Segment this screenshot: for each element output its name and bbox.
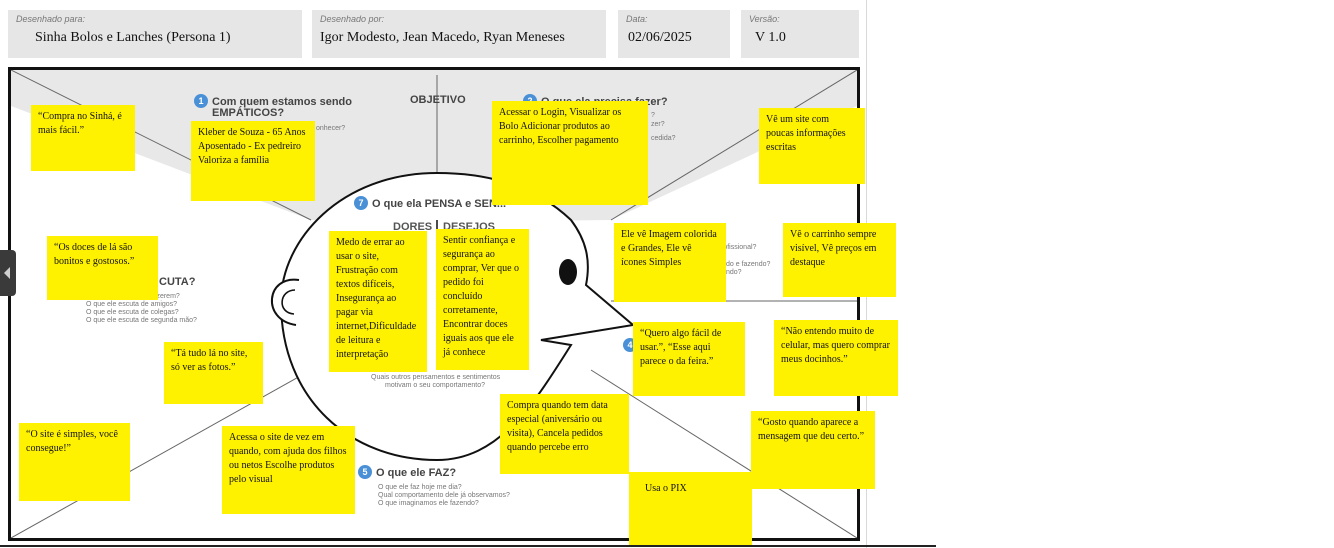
section-5-number: 5 bbox=[358, 465, 372, 479]
sticky-note-tasks[interactable]: Acessar o Login, Visualizar os Bolo Adic… bbox=[492, 101, 648, 205]
section-1-title: 1 Com quem estamos sendo bbox=[194, 94, 352, 108]
date-value: 02/06/2025 bbox=[628, 30, 692, 45]
pains-heading: DORES bbox=[393, 221, 433, 233]
sticky-note-persona[interactable]: Kleber de Souza - 65 Anos Aposentado - E… bbox=[191, 121, 315, 201]
section-7-number: 7 bbox=[354, 196, 368, 210]
listen-hint-2: O que ele escuta de amigos? bbox=[86, 301, 178, 308]
designed-for-caption: Desenhado para: bbox=[16, 14, 86, 24]
think-hint-2: motivam o seu comportamento? bbox=[385, 382, 485, 389]
sticky-note-quote-fotos[interactable]: “Tá tudo lá no site, só ver as fotos.” bbox=[164, 342, 263, 404]
side-panel-toggle[interactable] bbox=[0, 250, 16, 296]
section-3-title-fragment: CUTA? bbox=[159, 276, 196, 288]
section-1-line1: Com quem estamos sendo bbox=[212, 96, 352, 108]
section-3-hint-3: do e fazendo? bbox=[726, 261, 771, 268]
sticky-note-quote-doces[interactable]: “Os doces de lá são bonitos e gostosos.” bbox=[47, 236, 158, 300]
version-value: V 1.0 bbox=[755, 30, 786, 45]
designed-for-field[interactable]: Desenhado para: Sinha Bolos e Lanches (P… bbox=[8, 10, 302, 58]
version-caption: Versão: bbox=[749, 14, 780, 24]
do-hint-2: Qual comportamento dele já observamos? bbox=[378, 492, 510, 499]
date-field[interactable]: Data: 02/06/2025 bbox=[618, 10, 730, 58]
date-caption: Data: bbox=[626, 14, 648, 24]
sticky-note-quote-quero[interactable]: “Quero algo fácil de usar.”, “Esse aqui … bbox=[633, 322, 745, 396]
sticky-note-pains[interactable]: Medo de errar ao usar o site, Frustração… bbox=[329, 231, 427, 372]
sticky-note-does-special-date[interactable]: Compra quando tem data especial (anivers… bbox=[500, 394, 629, 474]
section-3-hint-4: ndo? bbox=[726, 269, 742, 276]
sticky-note-quote-mensagem[interactable]: “Gosto quando aparece a mensagem que deu… bbox=[751, 411, 875, 489]
do-hint-1: O que ele faz hoje me dia? bbox=[378, 484, 462, 491]
sticky-note-quote-simples[interactable]: “O site é simples, você consegue!” bbox=[19, 423, 130, 501]
designed-by-field[interactable]: Desenhado por: Igor Modesto, Jean Macedo… bbox=[312, 10, 606, 58]
section-5-label: O que ele FAZ? bbox=[376, 467, 457, 479]
version-field[interactable]: Versão: V 1.0 bbox=[741, 10, 859, 58]
designed-for-value: Sinha Bolos e Lanches (Persona 1) bbox=[35, 30, 231, 45]
do-hint-3: O que imaginamos ele fazendo? bbox=[378, 500, 479, 507]
sticky-note-desires[interactable]: Sentir confiança e segurança ao comprar,… bbox=[436, 229, 529, 370]
empathy-map-canvas: 1 Com quem estamos sendo EMPÁTICOS? OBJET… bbox=[8, 67, 860, 541]
section-5-title: 5 O que ele FAZ? bbox=[358, 465, 456, 479]
page-bottom-border bbox=[0, 545, 936, 547]
section-1-number: 1 bbox=[194, 94, 208, 108]
think-hint-1: Quais outros pensamentos e sentimentos bbox=[371, 374, 501, 381]
designed-by-caption: Desenhado por: bbox=[320, 14, 385, 24]
sticky-note-quote-celular[interactable]: “Não entendo muito de celular, mas quero… bbox=[774, 320, 898, 396]
listen-hint-3: O que ele escuta de colegas? bbox=[86, 309, 179, 316]
section-2-hint-3: cedida? bbox=[651, 135, 676, 142]
sticky-note-does-access[interactable]: Acessa o site de vez em quando, com ajud… bbox=[222, 426, 355, 514]
listen-hint-4: O que ele escuta de segunda mão? bbox=[86, 317, 197, 324]
sticky-note-sees-cart[interactable]: Vê o carrinho sempre visível, Vê preços … bbox=[783, 223, 896, 297]
listen-hint-1: dizerem? bbox=[151, 293, 180, 300]
objective-label: OBJETIVO bbox=[410, 94, 466, 106]
section-2-hint-2: zer? bbox=[651, 121, 665, 128]
section-1-line2: EMPÁTICOS? bbox=[212, 107, 285, 119]
section-7-label: O que ela PENSA e SEN... bbox=[372, 198, 507, 210]
sticky-note-sees-site[interactable]: Vê um site com poucas informações escrit… bbox=[759, 108, 865, 184]
section-1-hint: onhecer? bbox=[316, 125, 346, 132]
sticky-note-pix[interactable]: Usa o PIX bbox=[629, 472, 752, 545]
section-3-hint-1: rofissional? bbox=[721, 244, 757, 251]
designed-by-value: Igor Modesto, Jean Macedo, Ryan Meneses bbox=[320, 30, 565, 45]
sticky-note-sees-images[interactable]: Ele vê Imagem colorida e Grandes, Ele vê… bbox=[614, 223, 726, 302]
sticky-note-quote-compra[interactable]: “Compra no Sinhá, é mais fácil.” bbox=[31, 105, 135, 171]
section-7-title: 7 O que ela PENSA e SEN... bbox=[354, 196, 506, 210]
section-2-hint-1: ? bbox=[651, 112, 655, 119]
